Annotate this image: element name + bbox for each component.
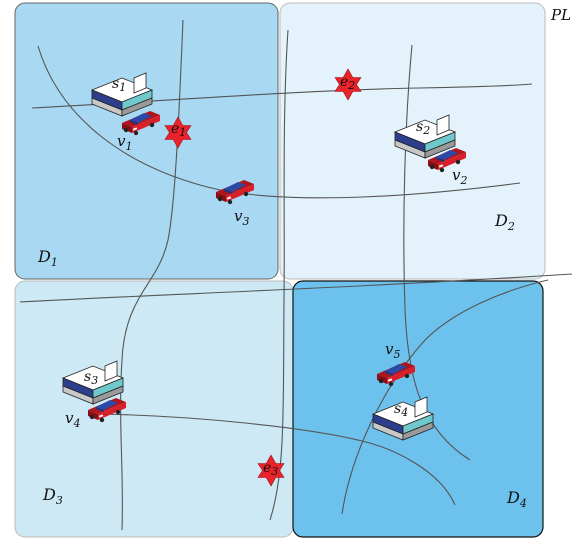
road [19,273,573,303]
event-e2-icon [334,68,362,101]
region-d1-label: D1 [37,247,58,269]
road [269,29,289,521]
region-d4-label: D4 [506,488,527,510]
event-e1-icon [164,116,192,149]
event-e2-label: e2 [340,74,355,92]
road [341,279,549,515]
vehicle-v3-label: v3 [234,207,249,228]
station-s4-label: s4 [394,401,408,419]
station-s1-label: s1 [112,76,126,94]
corner-label: PL [550,6,571,24]
event-e3-label: e3 [263,460,278,478]
vehicle-v1-label: v1 [117,132,132,153]
region-d1 [14,2,279,280]
vehicle-v4-label: v4 [65,409,80,430]
region-d2-label: D2 [494,211,515,233]
road [99,413,456,506]
region-d3-label: D3 [42,485,63,507]
station-s2-label: s2 [416,119,430,137]
vehicle-v5-label: v5 [385,340,400,361]
road [37,45,521,199]
station-s3-label: s3 [84,369,98,387]
event-e3-icon [257,454,285,487]
event-e1-label: e1 [171,121,186,139]
vehicle-v2-label: v2 [452,166,467,187]
